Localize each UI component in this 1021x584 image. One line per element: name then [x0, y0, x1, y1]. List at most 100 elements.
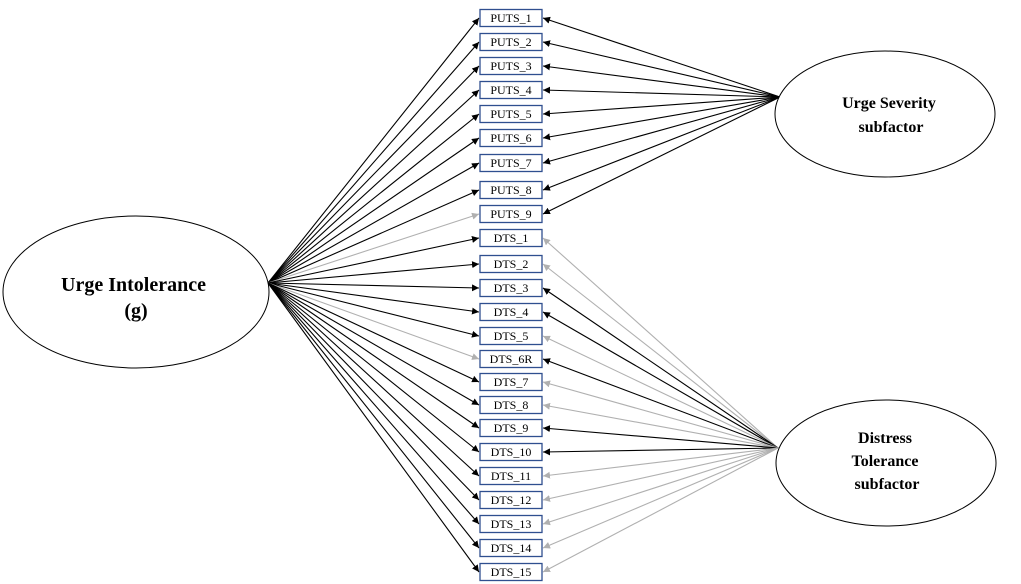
indicator-box-puts-6 — [479, 128, 543, 148]
indicator-label-dts-11: DTS_11 — [491, 469, 531, 483]
factor-distress-tolerance-line-2: Tolerance — [852, 453, 919, 470]
indicator-label-dts-6r: DTS_6R — [490, 352, 533, 366]
subfactor-path-puts-5 — [542, 96, 781, 117]
factor-general-line-2: (g) — [124, 300, 147, 322]
general-path-dts-2 — [267, 261, 480, 284]
paths-layer — [267, 16, 781, 573]
general-path-puts-2 — [267, 41, 480, 284]
general-path-dts-6r — [267, 282, 480, 360]
subfactor-path-dts-5 — [542, 335, 779, 449]
indicator-box-dts-6r — [479, 349, 543, 369]
general-path-dts-1 — [267, 236, 480, 284]
indicator-box-dts-3 — [479, 278, 543, 298]
subfactor-path-dts-6r — [542, 358, 779, 449]
indicator-label-puts-3: PUTS_3 — [490, 59, 531, 73]
subfactor-path-dts-9 — [542, 425, 779, 449]
subfactor-path-dts-8 — [542, 402, 779, 449]
general-path-puts-1 — [267, 17, 480, 284]
subfactor-path-dts-7 — [542, 380, 779, 449]
general-path-puts-8 — [267, 189, 480, 284]
general-path-dts-8 — [267, 282, 480, 406]
indicator-box-dts-4 — [479, 302, 543, 322]
subfactor-path-dts-13 — [542, 447, 779, 526]
svg-text:Urge Severity subfactor: Urge Severity subfactor — [842, 95, 940, 136]
indicator-box-puts-1 — [479, 8, 543, 28]
general-path-puts-9 — [267, 212, 480, 284]
subfactor-path-dts-3 — [542, 287, 779, 449]
subfactor-path-puts-7 — [542, 96, 781, 165]
indicator-box-puts-8 — [479, 180, 543, 200]
subfactor-path-puts-8 — [542, 96, 781, 191]
indicator-label-dts-4: DTS_4 — [494, 305, 529, 319]
subfactor-path-dts-4 — [542, 311, 779, 449]
indicator-label-dts-2: DTS_2 — [494, 257, 529, 271]
indicator-label-dts-13: DTS_13 — [491, 517, 532, 531]
indicator-label-puts-2: PUTS_2 — [490, 35, 531, 49]
general-path-dts-3 — [267, 282, 480, 292]
indicator-box-puts-4 — [479, 80, 543, 100]
subfactor-path-dts-11 — [542, 447, 779, 479]
general-path-puts-7 — [267, 162, 480, 284]
subfactor-path-dts-1 — [542, 237, 779, 449]
indicator-box-dts-8 — [479, 395, 543, 415]
indicator-box-puts-2 — [479, 32, 543, 52]
factor-distress-tolerance-ellipse — [775, 399, 997, 527]
indicator-label-dts-8: DTS_8 — [494, 398, 529, 412]
factor-general-ellipse — [2, 215, 270, 369]
factor-distress-tolerance: Distress Tolerance subfactor — [775, 399, 997, 527]
indicator-box-dts-5 — [479, 326, 543, 346]
general-path-dts-12 — [267, 282, 480, 501]
factor-general: Urge Intolerance (g) — [2, 215, 270, 369]
factor-urge-severity-line-2: subfactor — [859, 119, 924, 136]
general-path-puts-4 — [267, 89, 480, 284]
indicator-label-puts-4: PUTS_4 — [490, 83, 531, 97]
indicator-label-puts-5: PUTS_5 — [490, 107, 531, 121]
indicator-box-dts-9 — [479, 418, 543, 438]
general-path-dts-15 — [267, 282, 480, 573]
indicator-label-puts-8: PUTS_8 — [490, 183, 531, 197]
indicator-box-dts-2 — [479, 254, 543, 274]
subfactor-path-puts-2 — [542, 40, 781, 98]
indicator-box-dts-10 — [479, 442, 543, 462]
indicator-box-dts-12 — [479, 490, 543, 510]
subfactor-path-dts-10 — [542, 447, 779, 456]
indicator-label-puts-9: PUTS_9 — [490, 207, 531, 221]
subfactor-path-dts-12 — [542, 447, 779, 502]
indicator-box-puts-7 — [479, 153, 543, 173]
general-path-dts-11 — [267, 282, 480, 477]
indicator-label-dts-15: DTS_15 — [491, 565, 532, 579]
general-path-dts-5 — [267, 282, 480, 338]
subfactor-path-puts-1 — [542, 16, 781, 98]
indicator-box-puts-3 — [479, 56, 543, 76]
indicator-label-dts-5: DTS_5 — [494, 329, 529, 343]
indicator-box-dts-14 — [479, 538, 543, 558]
indicator-label-dts-1: DTS_1 — [494, 231, 529, 245]
indicator-label-dts-10: DTS_10 — [491, 445, 532, 459]
indicator-label-dts-12: DTS_12 — [491, 493, 532, 507]
indicator-label-dts-7: DTS_7 — [494, 375, 529, 389]
factor-urge-severity-ellipse — [774, 50, 996, 178]
general-path-puts-6 — [267, 137, 480, 284]
factor-distress-tolerance-line-3: subfactor — [855, 476, 920, 493]
general-path-puts-5 — [267, 113, 480, 284]
indicator-label-puts-6: PUTS_6 — [490, 131, 531, 145]
indicator-box-puts-9 — [479, 204, 543, 224]
indicator-label-dts-9: DTS_9 — [494, 421, 529, 435]
indicator-box-puts-5 — [479, 104, 543, 124]
svg-text:Urge Intolerance (g): Urge Intolerance (g) — [61, 274, 211, 322]
subfactor-path-puts-4 — [542, 86, 781, 98]
factor-distress-tolerance-line-1: Distress — [858, 430, 912, 447]
general-path-dts-9 — [267, 282, 480, 429]
general-path-dts-4 — [267, 282, 480, 315]
factor-urge-severity: Urge Severity subfactor — [774, 50, 996, 178]
subfactor-path-dts-2 — [542, 263, 779, 449]
indicator-boxes: PUTS_1PUTS_2PUTS_3PUTS_4PUTS_5PUTS_6PUTS… — [479, 8, 543, 582]
subfactor-path-puts-9 — [542, 96, 781, 215]
indicator-label-dts-14: DTS_14 — [491, 541, 532, 555]
indicator-label-puts-7: PUTS_7 — [490, 156, 531, 170]
factor-urge-severity-line-1: Urge Severity — [842, 95, 936, 112]
general-path-dts-10 — [267, 282, 480, 453]
subfactor-path-dts-15 — [542, 447, 779, 573]
indicator-box-dts-1 — [479, 228, 543, 248]
